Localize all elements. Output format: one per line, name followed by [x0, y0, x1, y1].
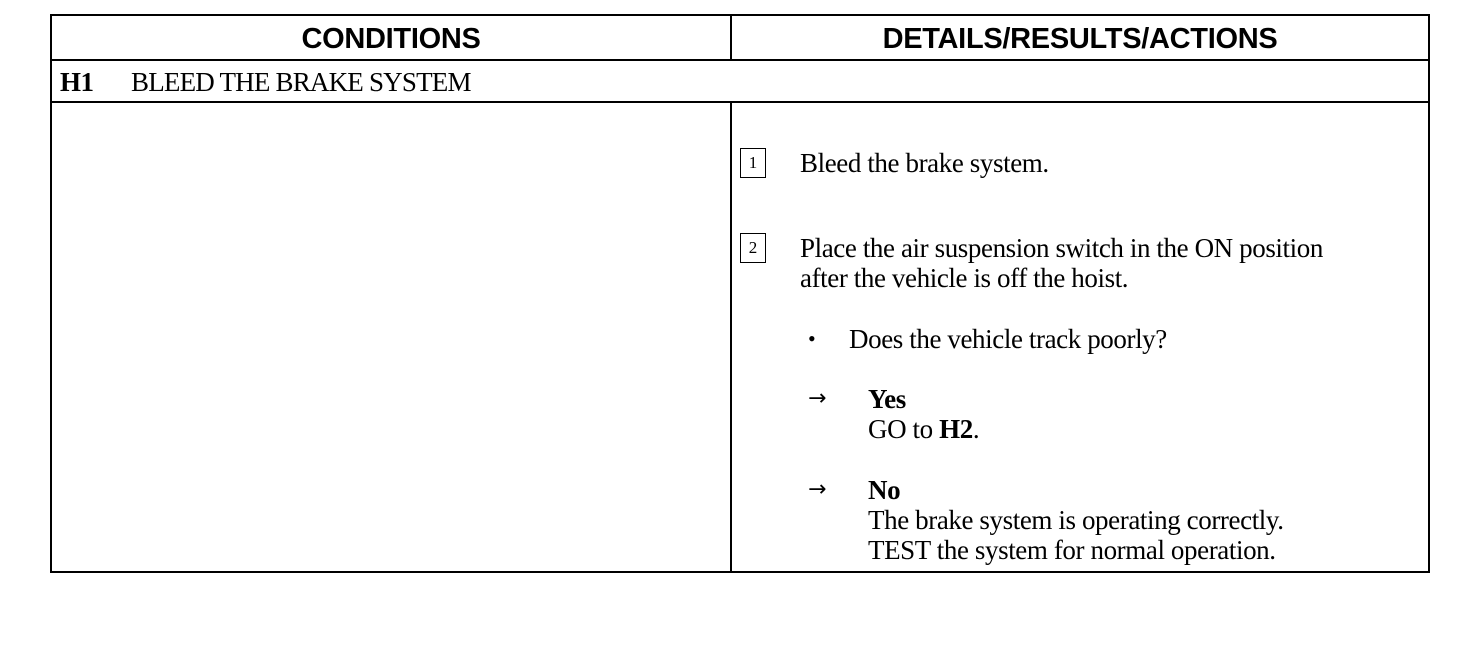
step-1-text: Bleed the brake system.	[800, 148, 1049, 178]
question-bullet: •	[808, 326, 816, 351]
question-text: Does the vehicle track poorly?	[849, 324, 1167, 354]
step-number-box-1: 1	[740, 148, 766, 178]
step-2-text-line-2: after the vehicle is off the hoist.	[800, 263, 1129, 293]
arrow-right-icon: →	[808, 386, 827, 411]
step-title-row: H1 BLEED THE BRAKE SYSTEM	[52, 61, 1428, 103]
conditions-cell	[52, 103, 732, 571]
arrow-right-icon: →	[808, 477, 827, 502]
header-details-results-actions: DETAILS/RESULTS/ACTIONS	[882, 23, 1278, 55]
yes-action-suffix: .	[972, 414, 980, 444]
step-title: BLEED THE BRAKE SYSTEM	[131, 67, 471, 97]
table-header-row: CONDITIONS DETAILS/RESULTS/ACTIONS	[52, 16, 1428, 61]
details-cell: 1 Bleed the brake system. 2 Place the ai…	[732, 103, 1428, 571]
header-conditions: CONDITIONS	[52, 16, 732, 59]
yes-action: GO to H2.	[868, 414, 980, 444]
yes-label: Yes	[868, 384, 906, 414]
step-2-text-line-1: Place the air suspension switch in the O…	[800, 233, 1323, 263]
no-text-line-2: TEST the system for normal operation.	[868, 535, 1276, 565]
step-id: H1	[60, 67, 94, 97]
yes-action-prefix: GO to	[868, 414, 940, 444]
step-number-box-2: 2	[740, 233, 766, 263]
no-label: No	[868, 475, 901, 505]
diagnostic-table: CONDITIONS DETAILS/RESULTS/ACTIONS H1 BL…	[50, 14, 1430, 573]
yes-action-target[interactable]: H2	[939, 414, 973, 444]
no-text-line-1: The brake system is operating correctly.	[868, 505, 1284, 535]
